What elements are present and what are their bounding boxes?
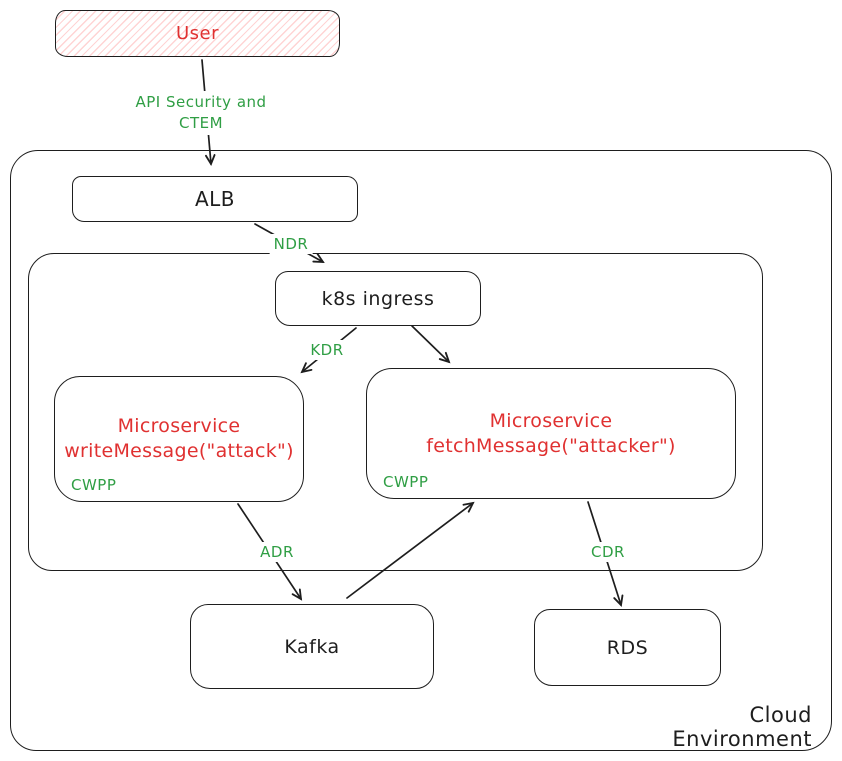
k8s-ingress-node-label: k8s ingress (321, 287, 435, 310)
microservice-write-title: Microservice (117, 415, 241, 437)
cwpp-badge: CWPP (383, 473, 429, 491)
kafka-node-label: Kafka (284, 635, 340, 658)
rds-node-label: RDS (606, 636, 649, 659)
microservice-fetch-node: Microservice fetchMessage("attacker") CW… (366, 368, 736, 499)
edge-label-ndr: NDR (269, 234, 313, 254)
cloud-environment-container (10, 150, 832, 751)
user-node: User (55, 10, 340, 57)
rds-node: RDS (534, 609, 721, 686)
user-node-label: User (175, 23, 220, 44)
alb-node: ALB (72, 176, 358, 222)
edge-label-api-security-ctem: API Security and CTEM (131, 91, 271, 135)
cloud-environment-label: Cloud Environment (672, 703, 812, 751)
alb-node-label: ALB (194, 187, 236, 211)
microservice-fetch-subtitle: fetchMessage("attacker") (426, 434, 676, 457)
microservice-write-node: Microservice writeMessage("attack") CWPP (54, 376, 304, 502)
edge-label-adr: ADR (256, 542, 298, 562)
edge-label-kdr: KDR (306, 340, 348, 360)
k8s-ingress-node: k8s ingress (275, 271, 481, 326)
microservice-fetch-title: Microservice (489, 409, 613, 432)
cwpp-badge: CWPP (71, 476, 117, 494)
microservice-write-subtitle: writeMessage("attack") (64, 440, 294, 462)
edge-label-cdr: CDR (587, 542, 629, 562)
kafka-node: Kafka (190, 604, 434, 689)
